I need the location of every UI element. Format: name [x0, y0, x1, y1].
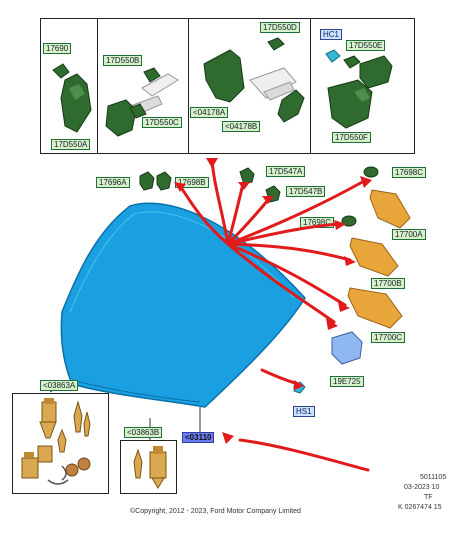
footer-code-4: K 0267474 15 [398, 504, 442, 511]
sensor-17698C-mid-icon [341, 215, 357, 227]
label-17D550F[interactable]: 17D550F [332, 132, 371, 143]
label-03863A[interactable]: <03863A [40, 380, 79, 391]
label-HS1[interactable]: HS1 [293, 406, 315, 417]
label-17700B[interactable]: 17700B [371, 278, 405, 289]
label-17D550C[interactable]: 17D550C [142, 117, 182, 128]
adhesive-kit-03863B-icon [133, 446, 167, 489]
label-HC1[interactable]: HC1 [320, 29, 343, 40]
label-17698C-top[interactable]: 17698C [392, 167, 427, 178]
label-17D550E[interactable]: 17D550E [346, 40, 386, 51]
label-17690[interactable]: 17690 [43, 43, 72, 54]
clip-17696A-icon [139, 171, 155, 191]
label-19E725[interactable]: 19E725 [330, 376, 364, 387]
panel-divider-2 [188, 18, 189, 154]
label-17696A[interactable]: 17696A [96, 177, 130, 188]
footer-copyright: ©Copyright, 2012 - 2023, Ford Motor Comp… [130, 508, 301, 515]
mirror-bracket-17690-icon [52, 63, 92, 133]
label-17D550D[interactable]: 17D550D [260, 22, 300, 33]
clip-17D547A-icon [239, 167, 255, 185]
mirror-cover-17D550E-icon [325, 49, 393, 129]
label-17D550A[interactable]: 17D550A [51, 139, 91, 150]
sensor-17698C-top-icon [363, 166, 379, 178]
kit-03863B-box [120, 440, 177, 494]
cover-17700A-icon [369, 189, 411, 229]
label-04178A[interactable]: <04178A [190, 107, 229, 118]
label-17700C[interactable]: 17700C [371, 332, 406, 343]
label-17700A[interactable]: 17700A [392, 229, 426, 240]
label-04178B[interactable]: <04178B [222, 121, 261, 132]
footer-code-2: 03-2023 10 [404, 484, 440, 491]
cover-17700C-icon [347, 287, 403, 329]
footer-code-1: 5011105 [420, 474, 447, 481]
callout-arrows [178, 158, 370, 472]
rain-sensor-19E725-icon [331, 331, 363, 365]
label-17D547B[interactable]: 17D547B [286, 186, 326, 197]
label-03110-highlighted[interactable]: <03110 [182, 432, 215, 443]
label-03863B[interactable]: <03863B [124, 427, 163, 438]
mirror-cover-17D550-icon [105, 67, 179, 137]
label-17D550B[interactable]: 17D550B [103, 55, 143, 66]
arrow-heads [174, 158, 372, 444]
mirror-assembly-17D550D-icon [203, 37, 305, 123]
adhesive-kit-03863A-icon [21, 398, 91, 485]
label-17D547A[interactable]: 17D547A [266, 166, 306, 177]
panel-divider-3 [310, 18, 311, 154]
cover-17700B-icon [349, 237, 399, 277]
clip-17698B-icon [156, 171, 172, 191]
footer-code-3: TF [424, 494, 433, 501]
panel-divider-1 [97, 18, 98, 154]
